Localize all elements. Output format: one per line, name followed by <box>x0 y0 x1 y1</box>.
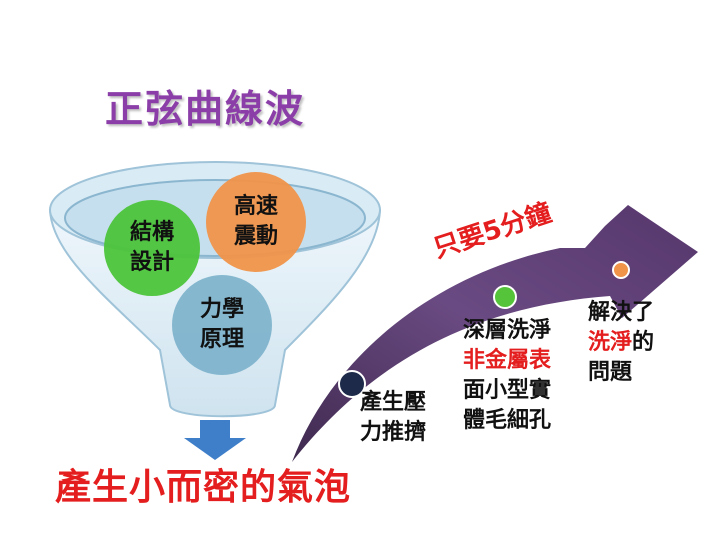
diagram-title: 正弦曲線波 <box>105 87 306 131</box>
circle-orange-label: 高速 震動 <box>222 192 290 252</box>
step-2-line1: 深層洗淨 <box>463 318 552 343</box>
step-dot-2 <box>493 285 517 309</box>
step-1-line1: 產生壓 <box>360 390 427 415</box>
circle-orange <box>206 172 306 272</box>
circle-green-label: 結構 設計 <box>120 218 184 278</box>
step-1-line2: 力推擠 <box>360 420 427 445</box>
step-3-line2: 洗淨的 <box>588 328 654 358</box>
step-2-line4: 體毛細孔 <box>463 408 552 433</box>
circle-blue <box>172 275 272 375</box>
circle-orange-line1: 高速 <box>233 194 278 219</box>
step-2-text: 深層洗淨 非金屬表 面小型實 體毛細孔 <box>463 316 551 436</box>
step-2-line3: 面小型實 <box>463 378 552 403</box>
step-3-text: 解決了 洗淨的 問題 <box>588 298 654 388</box>
step-2-highlight: 非金屬表 <box>463 348 552 373</box>
circle-green <box>104 200 200 296</box>
result-caption: 產生小而密的氣泡 <box>55 467 352 508</box>
circle-blue-line2: 原理 <box>199 327 244 352</box>
circle-blue-line1: 力學 <box>199 297 244 322</box>
curved-arrow <box>292 205 698 462</box>
step-dot-3 <box>612 261 630 279</box>
circle-orange-line2: 震動 <box>233 224 278 249</box>
step-3-highlight: 洗淨 <box>588 330 633 355</box>
down-arrow <box>184 420 246 460</box>
circle-blue-label: 力學 原理 <box>188 295 256 355</box>
step-3-line1: 解決了 <box>588 300 655 325</box>
step-dot-1 <box>338 370 366 398</box>
circle-green-line1: 結構 <box>129 220 174 245</box>
step-3-line3: 問題 <box>588 360 633 385</box>
step-3-line2-rest: 的 <box>632 330 655 355</box>
circle-green-line2: 設計 <box>129 250 174 275</box>
step-1-text: 產生壓 力推擠 <box>360 388 426 448</box>
